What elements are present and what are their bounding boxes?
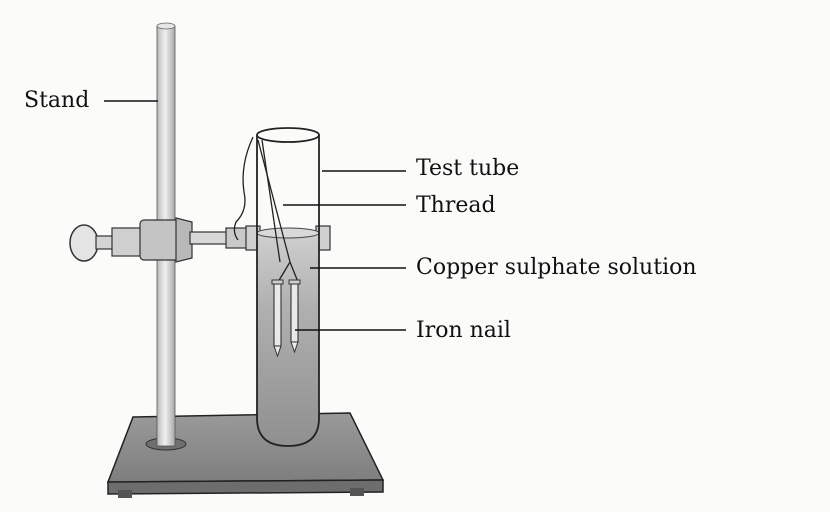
- leader-lines: [104, 100, 406, 331]
- copper-sulphate-solution-label: Copper sulphate solution: [416, 255, 697, 280]
- thread-label: Thread: [416, 193, 496, 218]
- iron-nail: [271, 279, 301, 358]
- iron-nail-label: Iron nail: [416, 318, 511, 343]
- thread: [233, 136, 299, 283]
- stand-label: Stand: [24, 88, 90, 113]
- stand-base: [106, 412, 385, 498]
- test-tube-label: Test tube: [416, 156, 520, 181]
- test-tube: [256, 127, 320, 447]
